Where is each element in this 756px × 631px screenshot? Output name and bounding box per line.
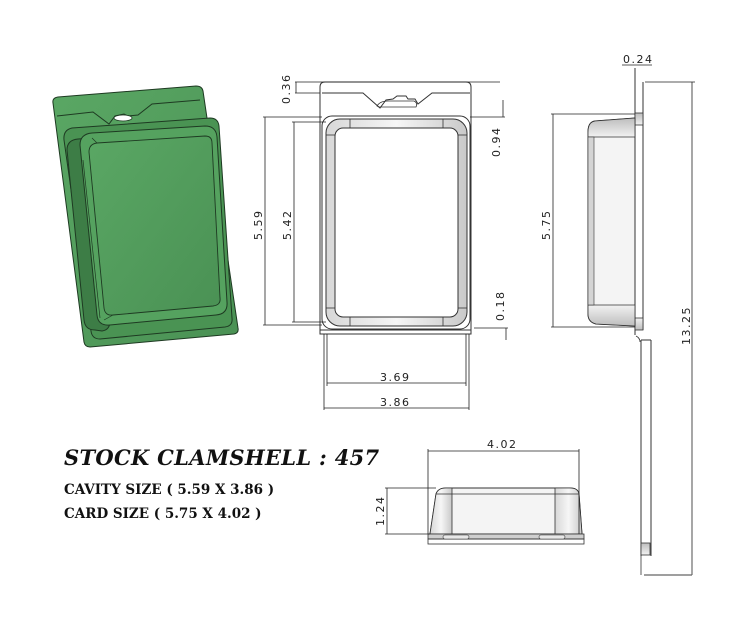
isometric-view	[52, 85, 239, 348]
title-prefix: STOCK CLAMSHELL :	[64, 445, 335, 470]
dim-hang-tab-height: 0.36	[280, 74, 293, 105]
dim-cavity-outer-height: 5.59	[252, 210, 265, 241]
dim-bottom-flange: 0.18	[494, 291, 507, 322]
dim-inner-width: 3.69	[380, 371, 411, 384]
side-view	[551, 64, 695, 576]
card-size-label: CARD SIZE ( 5.75 X 4.02 )	[64, 506, 262, 522]
dim-outer-width: 3.86	[380, 396, 411, 409]
dim-top-flange: 0.94	[490, 127, 503, 158]
bottom-view	[385, 449, 585, 545]
cavity-size-label: CAVITY SIZE ( 5.59 X 3.86 )	[64, 482, 275, 498]
dim-cavity-inner-height: 5.42	[281, 210, 294, 241]
dim-thickness: 0.24	[623, 53, 654, 66]
dim-side-height: 5.75	[540, 210, 553, 241]
dim-total-length: 13.25	[680, 306, 693, 345]
front-view	[263, 81, 508, 410]
dim-depth: 1.24	[374, 496, 387, 527]
model-number: 457	[334, 445, 380, 470]
dim-card-width: 4.02	[487, 438, 518, 451]
product-title: STOCK CLAMSHELL : 457	[64, 445, 379, 470]
